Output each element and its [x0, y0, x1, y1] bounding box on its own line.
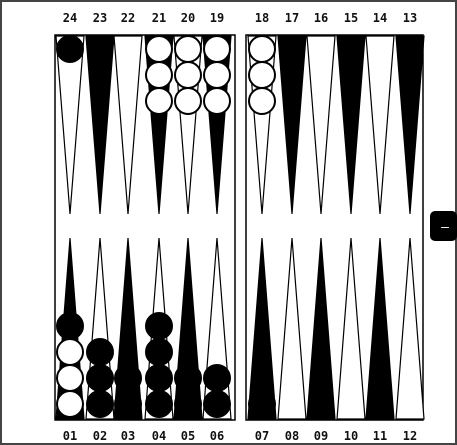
black-checker-point-5[interactable]: [175, 391, 201, 417]
point-label-top-14: 14: [373, 11, 387, 25]
point-label-top-17: 17: [285, 11, 299, 25]
white-checker-point-18[interactable]: [249, 36, 275, 62]
white-checker-point-21[interactable]: [146, 62, 172, 88]
white-checker-point-19[interactable]: [204, 88, 230, 114]
white-checker-point-19[interactable]: [204, 36, 230, 62]
point-label-top-21: 21: [152, 11, 166, 25]
point-label-top-15: 15: [344, 11, 358, 25]
point-label-bottom-02: 02: [93, 429, 107, 443]
black-checker-point-3[interactable]: [115, 391, 141, 417]
black-checker-point-4[interactable]: [146, 313, 172, 339]
black-checker-point-5[interactable]: [175, 365, 201, 391]
white-checker-point-1[interactable]: [57, 339, 83, 365]
point-label-bottom-06: 06: [210, 429, 224, 443]
white-checker-point-18[interactable]: [249, 88, 275, 114]
white-checker-point-18[interactable]: [249, 62, 275, 88]
point-label-top-24: 24: [63, 11, 77, 25]
white-checker-point-20[interactable]: [175, 62, 201, 88]
black-checker-point-2[interactable]: [87, 339, 113, 365]
black-checker-point-2[interactable]: [87, 391, 113, 417]
point-label-bottom-07: 07: [255, 429, 269, 443]
black-checker-point-7[interactable]: [249, 391, 275, 417]
point-label-bottom-11: 11: [373, 429, 387, 443]
point-label-bottom-01: 01: [63, 429, 77, 443]
side-bar-button[interactable]: –: [430, 211, 457, 241]
black-checker-point-24[interactable]: [57, 36, 83, 62]
black-checker-point-4[interactable]: [146, 365, 172, 391]
point-label-bottom-03: 03: [121, 429, 135, 443]
white-checker-point-20[interactable]: [175, 36, 201, 62]
point-label-top-16: 16: [314, 11, 328, 25]
black-checker-point-2[interactable]: [87, 365, 113, 391]
point-label-top-19: 19: [210, 11, 224, 25]
point-label-bottom-12: 12: [403, 429, 417, 443]
white-checker-point-20[interactable]: [175, 88, 201, 114]
white-checker-point-19[interactable]: [204, 62, 230, 88]
white-checker-point-1[interactable]: [57, 365, 83, 391]
black-checker-point-6[interactable]: [204, 391, 230, 417]
black-checker-point-4[interactable]: [146, 391, 172, 417]
black-checker-point-4[interactable]: [146, 339, 172, 365]
point-label-bottom-09: 09: [314, 429, 328, 443]
black-checker-point-1[interactable]: [57, 313, 83, 339]
point-label-bottom-04: 04: [152, 429, 166, 443]
black-checker-point-3[interactable]: [115, 365, 141, 391]
point-label-bottom-10: 10: [344, 429, 358, 443]
point-label-bottom-08: 08: [285, 429, 299, 443]
side-bar-button-label: –: [441, 220, 449, 235]
point-label-top-23: 23: [93, 11, 107, 25]
point-label-top-13: 13: [403, 11, 417, 25]
black-checker-point-6[interactable]: [204, 365, 230, 391]
point-label-top-20: 20: [181, 11, 195, 25]
white-checker-point-1[interactable]: [57, 391, 83, 417]
point-label-top-22: 22: [121, 11, 135, 25]
white-checker-point-21[interactable]: [146, 36, 172, 62]
white-checker-point-21[interactable]: [146, 88, 172, 114]
point-label-bottom-05: 05: [181, 429, 195, 443]
point-label-top-18: 18: [255, 11, 269, 25]
